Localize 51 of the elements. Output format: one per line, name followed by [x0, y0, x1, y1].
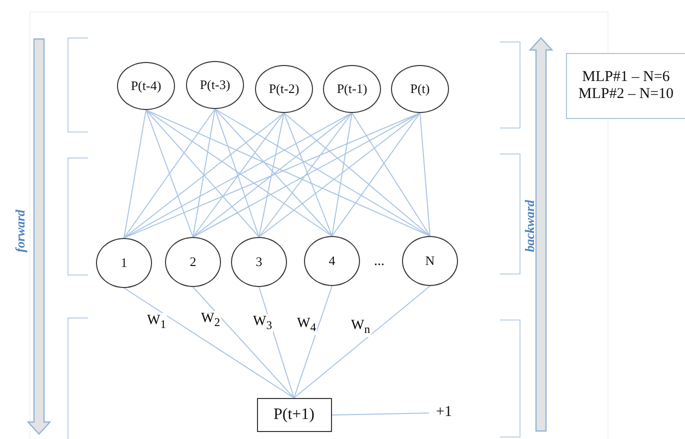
connector-line [294, 286, 332, 398]
connector-line [214, 108, 332, 236]
output-box [256, 398, 332, 432]
connector-line [124, 112, 284, 238]
edge-label: W$_{4}$ [296, 316, 318, 335]
connector-line [258, 112, 420, 238]
node-text: MLP#2 – N=10 [578, 86, 674, 104]
node-text: 2 [190, 254, 196, 270]
connector-line [192, 112, 352, 238]
node-text: P(t-1) [336, 82, 368, 96]
connector-line [124, 108, 216, 238]
connector-line [331, 412, 430, 416]
direction-label: backward [522, 200, 538, 252]
connector-line [258, 286, 294, 398]
connector-line [284, 112, 332, 236]
connector-line [352, 112, 430, 236]
direction-label: forward [12, 210, 28, 252]
connector-line [124, 288, 294, 398]
node-text: 1 [120, 256, 128, 270]
node-text: +1 [436, 404, 452, 422]
node-text: 3 [256, 254, 262, 270]
connector-line [192, 286, 294, 398]
edge-label: W$_{n}$ [350, 318, 372, 337]
node-text: P(t-4) [130, 78, 162, 94]
ellipsis-label: ... [374, 254, 384, 270]
node-text: P(t-3) [200, 78, 230, 92]
connector-line [146, 110, 332, 236]
info-box [566, 53, 685, 119]
connector-line [124, 110, 146, 238]
edge-label: W$_{3}$ [252, 314, 274, 333]
connector-line [258, 112, 284, 238]
connector-line [146, 110, 194, 238]
connector-line [214, 108, 430, 236]
connector-line [192, 112, 420, 238]
connector-line [214, 108, 260, 238]
connector-line [294, 286, 430, 398]
node-text: MLP#1 – N=6 [582, 68, 670, 86]
connector-line [284, 112, 430, 236]
connector-line [146, 110, 260, 238]
connector-line [332, 112, 352, 236]
node-text: P(t) [410, 82, 430, 96]
connector-line [332, 112, 420, 236]
node-text: P(t+1) [273, 406, 315, 424]
connector-line [192, 112, 284, 238]
connector-line [258, 112, 352, 238]
node-text: N [425, 254, 435, 268]
connector-line [420, 112, 430, 236]
node-text: P(t-2) [268, 82, 300, 96]
connector-line [124, 112, 352, 238]
node-text: 4 [328, 254, 336, 268]
connector-line [192, 108, 216, 238]
